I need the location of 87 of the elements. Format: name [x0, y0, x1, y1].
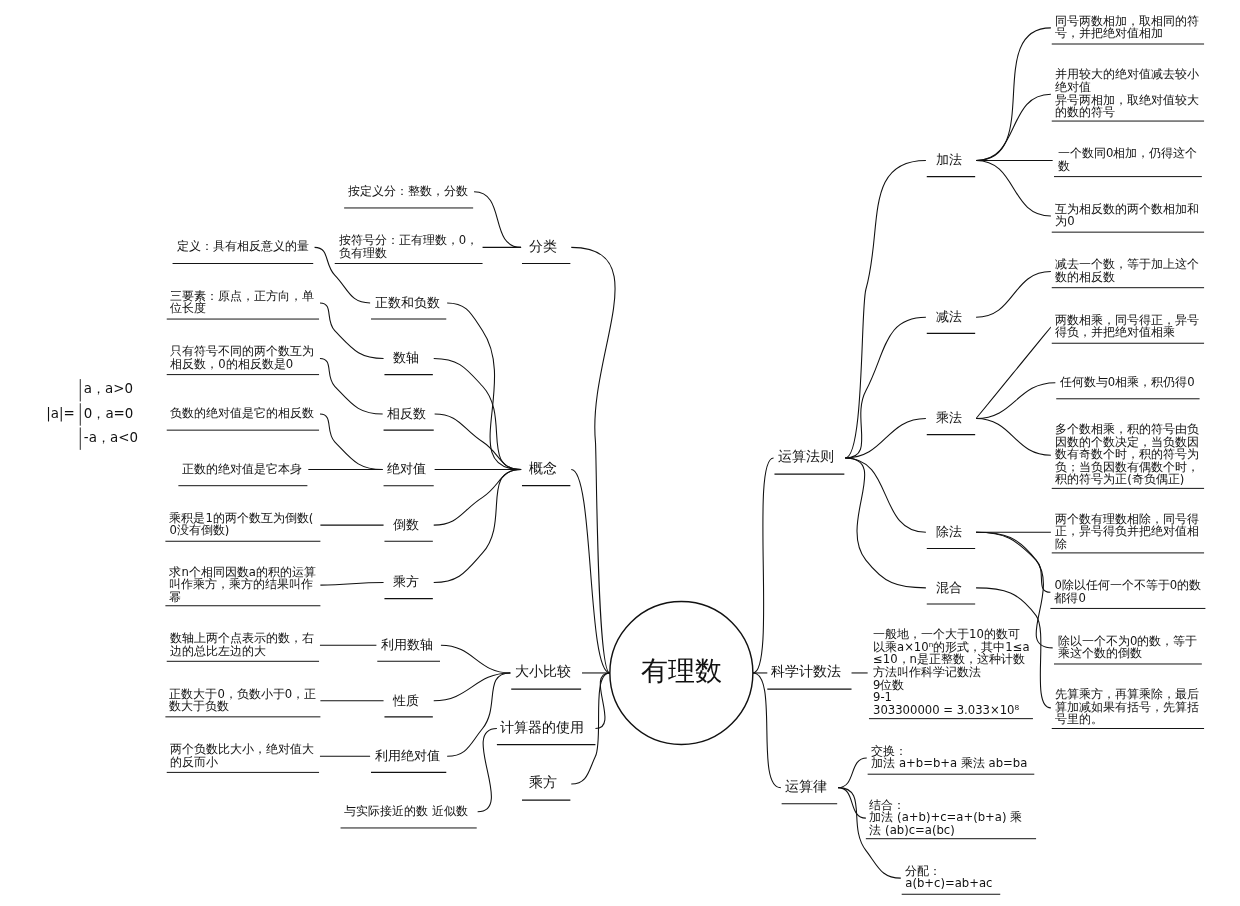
node-text: 定义：具有相反意义的量	[176, 239, 309, 254]
node-text: 减去一个数，等于加上这个数的相反数	[1055, 257, 1200, 284]
node-text: 乘方	[529, 774, 558, 791]
connector	[433, 469, 522, 583]
connector	[319, 644, 377, 646]
connector	[975, 271, 1052, 318]
node-text: 大小比较	[514, 663, 571, 680]
node-text: 分类	[529, 237, 558, 254]
node-text: 性质	[393, 692, 420, 708]
label: |a|=	[46, 405, 75, 421]
connector	[477, 727, 498, 813]
node-text: 并用较大的绝对值减去较小绝对值 异号两相加，取绝对值较大的数的符号	[1055, 67, 1200, 120]
connector	[319, 524, 385, 526]
connector	[319, 357, 384, 415]
node-text: 一般地，一个大于10的数可以乘a×10ⁿ的形式，其中1≤a≤10，n是正整数，这种计数方法叫作科学记数法 9位数 9-1 303300000 = 3.033×10⁸	[873, 627, 1030, 717]
node-text: 加法	[935, 152, 962, 168]
connector	[581, 672, 611, 674]
connector	[975, 159, 1052, 217]
connector	[319, 700, 385, 702]
connector	[975, 326, 1052, 420]
label: 0，a=0	[83, 405, 134, 421]
connector	[752, 672, 768, 674]
connector	[482, 246, 522, 248]
node-text: 按符号分：正有理数，0，负有理数	[338, 233, 479, 260]
node-text: 两个负数比大小，绝对值大的反而小	[170, 742, 315, 769]
connector	[752, 457, 775, 674]
connector	[975, 417, 1052, 456]
connector	[307, 469, 384, 471]
connector	[433, 672, 511, 702]
node-text: 互为相反数的两个数相加和为0	[1055, 201, 1200, 229]
node-text: 乘方	[393, 574, 420, 590]
connector	[314, 246, 371, 304]
node-text: 三要素：原点，正方向，单位长度	[170, 288, 315, 316]
node-text: 任何数与0相乘，积仍得0	[1059, 374, 1195, 389]
node-text: 只有符号不同的两个数互为相反数，0的相反数是0	[170, 344, 315, 371]
connector	[319, 755, 371, 757]
node-text: 正数和负数	[374, 294, 440, 310]
node-text: 一个数同0相加，仍得这个数	[1058, 146, 1198, 173]
node-text: 负数的绝对值是它的相反数	[170, 406, 315, 421]
connector	[570, 672, 611, 785]
node-circle: 有理数	[609, 600, 754, 746]
node-text: 相反数	[387, 405, 427, 421]
node-text: 绝对值	[387, 461, 427, 477]
connector	[473, 191, 522, 248]
node-text: 除以一个不为0的数，等于乘这个数的倒数	[1058, 633, 1198, 661]
connector	[837, 787, 902, 879]
node-text: 运算法则	[778, 448, 835, 465]
node-text: 数轴上两个点表示的数，右边的总比左边的大	[170, 630, 315, 658]
connector	[844, 457, 927, 589]
label: a，a>0	[83, 381, 134, 397]
connector	[446, 672, 511, 757]
label: -a，a<0	[83, 429, 138, 445]
connector	[570, 469, 611, 674]
node-text: 分配： a(b+c)=ab+ac	[905, 863, 993, 891]
connector	[752, 672, 782, 789]
node-text: 两数相乘，同号得正，异号得负，并把绝对值相乘	[1055, 312, 1200, 340]
node-text: 数轴	[393, 350, 420, 366]
node-text: 交换： 加法 a+b=b+a 乘法 ab=ba	[871, 743, 1028, 771]
node-text: 正数大于0，负数小于0，正数大于负数	[169, 686, 317, 714]
node-text: 利用数轴	[380, 636, 433, 652]
node-text: 倒数	[393, 516, 420, 532]
node-text: 混合	[935, 579, 962, 595]
node-text: 乘法	[935, 410, 962, 426]
node-text: 乘积是1的两个数互为倒数(0没有倒数)	[169, 510, 314, 538]
node-text: 0除以任何一个不等于0的数都得0	[1054, 578, 1202, 605]
node-text: 先算乘方，再算乘除，最后算加减如果有括号，先算括号里的。	[1055, 687, 1200, 727]
connector	[319, 302, 385, 360]
connector	[975, 531, 1054, 649]
node-text: 计算器的使用	[500, 718, 585, 735]
node-text: 两个数有理数相除，同号得正，异号得负并把绝对值相除	[1055, 511, 1200, 551]
connector	[844, 159, 927, 459]
node-text: 结合： 加法 (a+b)+c=a+(b+a) 乘法 (ab)c=a(bc)	[869, 797, 1023, 837]
node-text: 概念	[529, 459, 558, 476]
node-text: 科学计数法	[770, 663, 841, 680]
node-text: 求n个相同因数a的积的运算叫作乘方，乘方的结果叫作幂	[169, 564, 316, 604]
node-text: 按定义分：整数，分数	[347, 183, 468, 198]
node-text: 同号两数相加，取相同的符号，并把绝对值相加	[1055, 13, 1200, 41]
connector	[570, 246, 616, 674]
node-text: 除法	[935, 524, 962, 540]
node-text: 正数的绝对值是它本身	[181, 461, 302, 476]
node-text: 利用绝对值	[374, 748, 440, 764]
node-text: 多个数相乘，积的符号由负因数的个数决定，当负数因数有奇数个时，积的符号为负；当负因数有偶数个时，积的符号为正(奇负偶正)	[1055, 422, 1200, 487]
node-text: 运算律	[785, 778, 828, 795]
node-text: 减法	[935, 309, 962, 325]
connector	[319, 581, 385, 586]
connector	[975, 587, 1052, 709]
node-text: 与实际接近的数 近似数	[344, 803, 468, 818]
